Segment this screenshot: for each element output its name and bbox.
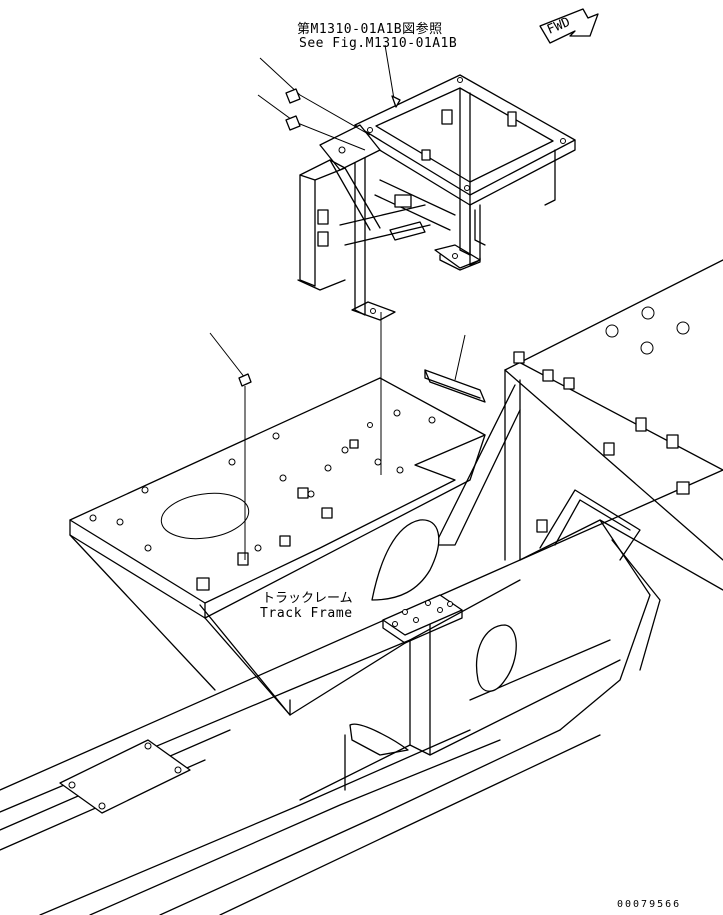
reference-label-en: See Fig.M1310-01A1B xyxy=(299,36,458,51)
bottom-cover-plate xyxy=(59,739,191,814)
spacer-bar xyxy=(424,334,486,403)
track-frame-label-en: Track Frame xyxy=(260,606,353,621)
mounting-pad xyxy=(382,594,463,644)
support-stand xyxy=(297,74,576,321)
bolt-assembly xyxy=(209,332,252,560)
fastener-leaders xyxy=(257,44,401,475)
frame-cutouts xyxy=(349,519,517,756)
reference-label-ja: 第M1310-01A1B図参照 xyxy=(297,22,443,37)
center-box xyxy=(199,579,621,801)
drawing-number: 00079566 xyxy=(617,899,682,910)
track-frame-label-ja: トラックレーム xyxy=(262,591,353,606)
